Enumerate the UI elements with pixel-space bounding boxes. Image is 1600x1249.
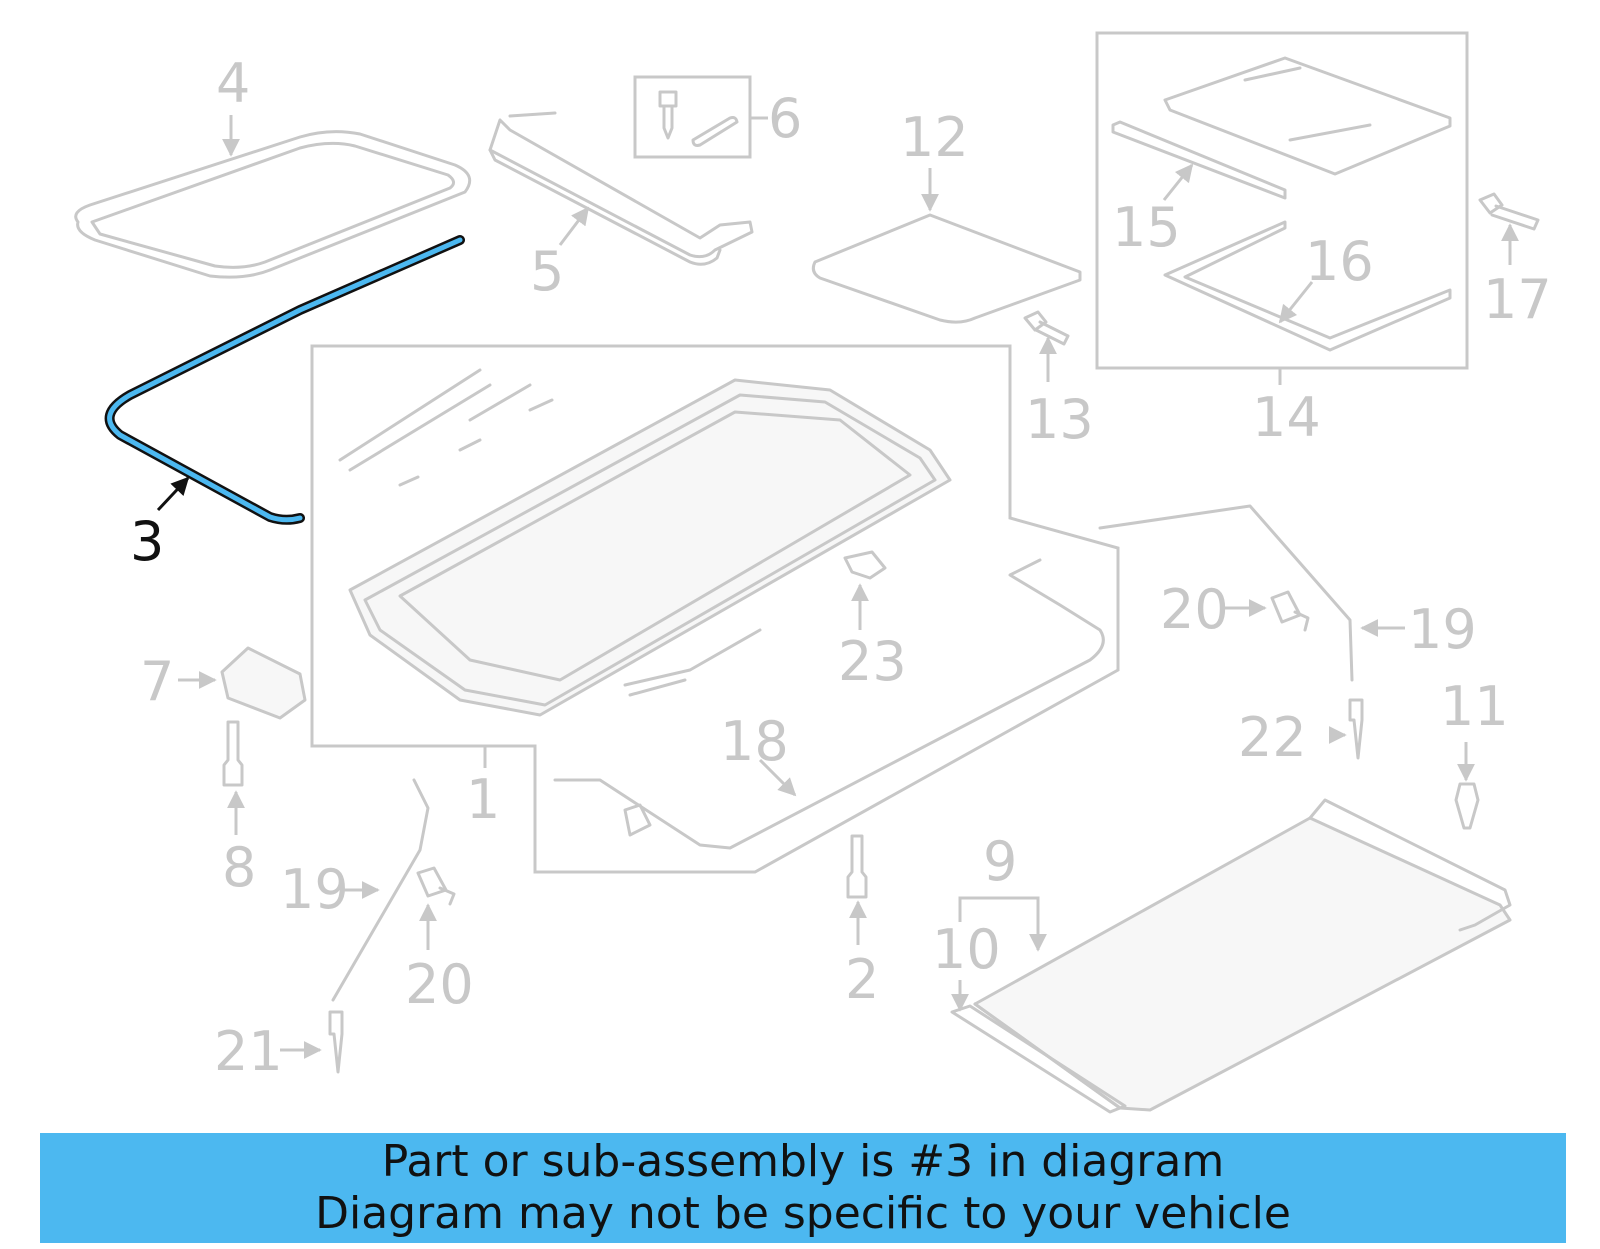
banner-line-1: Part or sub-assembly is #3 in diagram [381, 1136, 1225, 1187]
wind-deflector-part [488, 111, 754, 266]
label-2: 2 [845, 948, 879, 1011]
label-20a: 20 [1160, 578, 1229, 641]
leader-lines [156, 115, 1519, 1059]
banner-line-2: Diagram may not be specific to your vehi… [315, 1188, 1291, 1239]
drain-hose-19b-part [331, 778, 430, 1002]
label-3: 3 [130, 510, 164, 573]
label-11: 11 [1440, 675, 1509, 738]
clip-23-part [843, 550, 887, 580]
connector-21-part [328, 1010, 344, 1074]
label-23: 23 [838, 630, 907, 693]
label-9: 9 [983, 830, 1017, 893]
motor-7-part [220, 646, 307, 720]
label-19b: 19 [280, 858, 349, 921]
label-7: 7 [140, 650, 174, 713]
sunshade-panel-part [811, 213, 1082, 324]
label-15: 15 [1112, 196, 1181, 259]
bolt-2-part [846, 834, 868, 899]
bolt-17-part [1478, 192, 1540, 231]
label-20b: 20 [405, 953, 474, 1016]
label-1: 1 [466, 768, 500, 831]
bolt-11-part [1454, 782, 1480, 830]
sunshade-screen-9-part [950, 798, 1512, 1114]
label-12: 12 [900, 106, 969, 169]
connector-22-part [1348, 698, 1364, 760]
wire-harness-part [553, 558, 1105, 850]
label-17: 17 [1483, 268, 1552, 331]
glass-panel-part [74, 130, 472, 279]
info-banner: Part or sub-assembly is #3 in diagram Di… [40, 1133, 1566, 1243]
label-19a: 19 [1408, 598, 1477, 661]
bolt-8-part [222, 720, 244, 787]
label-5: 5 [530, 240, 564, 303]
label-13: 13 [1025, 388, 1094, 451]
bolt-pin-kit-part [633, 75, 752, 159]
label-4: 4 [216, 52, 250, 115]
clip-20-part [416, 590, 1310, 906]
label-10: 10 [932, 918, 1001, 981]
label-8: 8 [222, 836, 256, 899]
glass-assembly-14-part [1095, 31, 1469, 370]
label-16: 16 [1305, 230, 1374, 293]
label-18: 18 [720, 710, 789, 773]
frame-assembly-1-part [310, 344, 1120, 874]
label-14: 14 [1252, 386, 1321, 449]
drain-hose-19-part [1098, 504, 1354, 682]
label-6: 6 [768, 87, 802, 150]
part-labels: 4 5 6 12 13 15 16 14 17 3 7 8 1 18 23 20… [130, 52, 1552, 1083]
weatherstrip-seal-part [104, 235, 465, 525]
label-22: 22 [1238, 706, 1307, 769]
label-21: 21 [214, 1020, 283, 1083]
